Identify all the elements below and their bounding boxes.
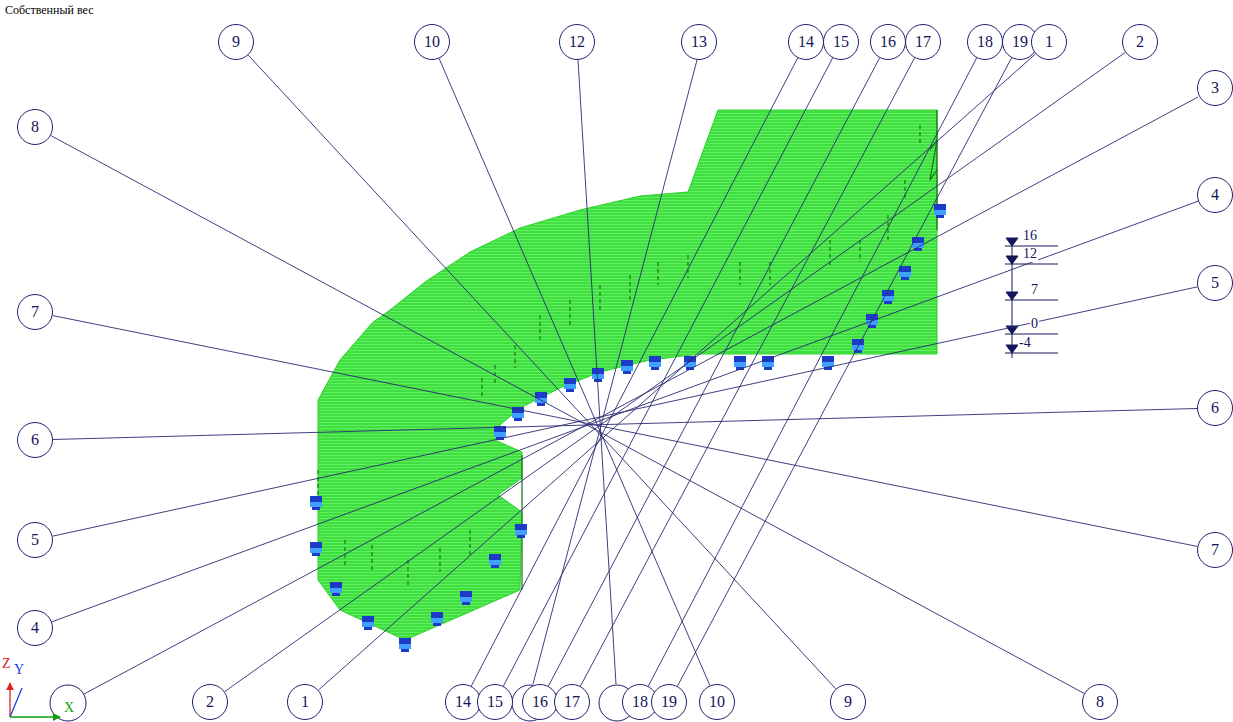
axis-bubble: 9	[218, 24, 254, 60]
axis-number: 16	[880, 34, 896, 50]
grid-axis-line	[439, 59, 710, 686]
axis-bubble: 12	[559, 24, 595, 60]
axis-bubble: 2	[1122, 24, 1158, 60]
axis-bubble: 6	[1197, 390, 1233, 426]
axis-number: 15	[487, 694, 503, 710]
axis-bubble: 13	[681, 24, 717, 60]
grid-axis-line	[648, 58, 976, 686]
axis-bubble: 9	[830, 684, 866, 720]
axis-number: 18	[632, 694, 648, 710]
axis-bubble: 17	[905, 24, 941, 60]
axis-number: 19	[661, 694, 677, 710]
axis-number: 6	[31, 432, 39, 448]
axis-bubble: 18	[967, 24, 1003, 60]
axis-number: 16	[532, 694, 548, 710]
axis-number: 9	[844, 694, 852, 710]
level-mark: 16	[1022, 229, 1038, 244]
axis-bubble: 15	[477, 684, 513, 720]
grid-axis-line	[52, 201, 1198, 622]
axis-bubble: 8	[1082, 684, 1118, 720]
axis-bubble: 10	[699, 684, 735, 720]
grid-axis-line	[548, 58, 879, 686]
axis-bubble: 14	[445, 684, 481, 720]
axis-number: 5	[31, 532, 39, 548]
axis-number: 4	[31, 620, 39, 636]
grid-axis-line	[677, 58, 1011, 686]
axis-number: 6	[1211, 400, 1219, 416]
axis-bubble: 2	[192, 684, 228, 720]
grid-axis-line	[318, 54, 1035, 690]
axis-bubble: 1	[287, 684, 323, 720]
axis-bubble: 5	[17, 522, 53, 558]
axis-bubble: 16	[870, 24, 906, 60]
load-case-title: Собственный вес	[4, 4, 94, 17]
level-mark: -4	[1018, 336, 1032, 351]
axis-number: 2	[206, 694, 214, 710]
axis-bubble: 1	[1031, 24, 1067, 60]
axis-letter: X	[63, 701, 75, 716]
axis-number: 1	[301, 694, 309, 710]
supports	[310, 204, 946, 652]
axis-bubble: 17	[554, 684, 590, 720]
hidden-axis-lines	[84, 60, 1198, 694]
axis-number: 2	[1136, 34, 1144, 50]
hidden-axis-bubbles	[50, 685, 635, 721]
grid-axis-line	[503, 58, 832, 686]
axis-bubble: 7	[1197, 532, 1233, 568]
grid-axis-line	[53, 408, 1197, 439]
axis-number: 14	[798, 34, 814, 50]
axis-number: 14	[455, 694, 471, 710]
axis-number: 17	[564, 694, 580, 710]
level-mark: 12	[1022, 247, 1038, 262]
slab-edge	[522, 110, 937, 590]
axis-number: 13	[691, 34, 707, 50]
axis-bubble: 3	[1197, 70, 1233, 106]
axis-bubble: 16	[522, 684, 558, 720]
axis-number: 10	[709, 694, 725, 710]
axis-bubble: 4	[17, 610, 53, 646]
axis-number: 8	[31, 119, 39, 135]
axis-bubble: 6	[17, 422, 53, 458]
axis-bubble: 19	[651, 684, 687, 720]
axis-number: 9	[232, 34, 240, 50]
axis-bubble: 8	[17, 109, 53, 145]
axis-letter: Y	[13, 663, 25, 678]
level-mark: 0	[1030, 317, 1039, 332]
grid-axis-line	[51, 136, 1084, 694]
grid-axis-line	[471, 58, 797, 686]
axis-number: 15	[833, 34, 849, 50]
axis-number: 19	[1012, 34, 1028, 50]
grid-axis-line	[53, 316, 1198, 547]
grid-axis-line	[53, 287, 1198, 536]
axis-number: 7	[1211, 542, 1219, 558]
axis-letter: Z	[1, 657, 12, 672]
axis-number: 5	[1211, 275, 1219, 291]
axis-number: 12	[569, 34, 585, 50]
axis-number: 3	[1211, 80, 1219, 96]
axis-icon	[10, 683, 60, 717]
axis-bubble: 4	[1197, 177, 1233, 213]
axis-number: 4	[1211, 187, 1219, 203]
axis-number: 7	[31, 304, 39, 320]
axis-bubble: 5	[1197, 265, 1233, 301]
axis-number: 18	[977, 34, 993, 50]
grid-axis-line	[580, 58, 914, 686]
grid-axis-line	[225, 52, 1126, 691]
axis-bubble: 7	[17, 294, 53, 330]
axis-bubble: 15	[823, 24, 859, 60]
axis-number: 8	[1096, 694, 1104, 710]
axis-number: 1	[1045, 34, 1053, 50]
axis-bubble: 14	[788, 24, 824, 60]
level-mark: 7	[1030, 283, 1039, 298]
axis-number: 10	[424, 34, 440, 50]
columns	[318, 125, 920, 585]
axis-bubble: 10	[414, 24, 450, 60]
axis-number: 17	[915, 34, 931, 50]
